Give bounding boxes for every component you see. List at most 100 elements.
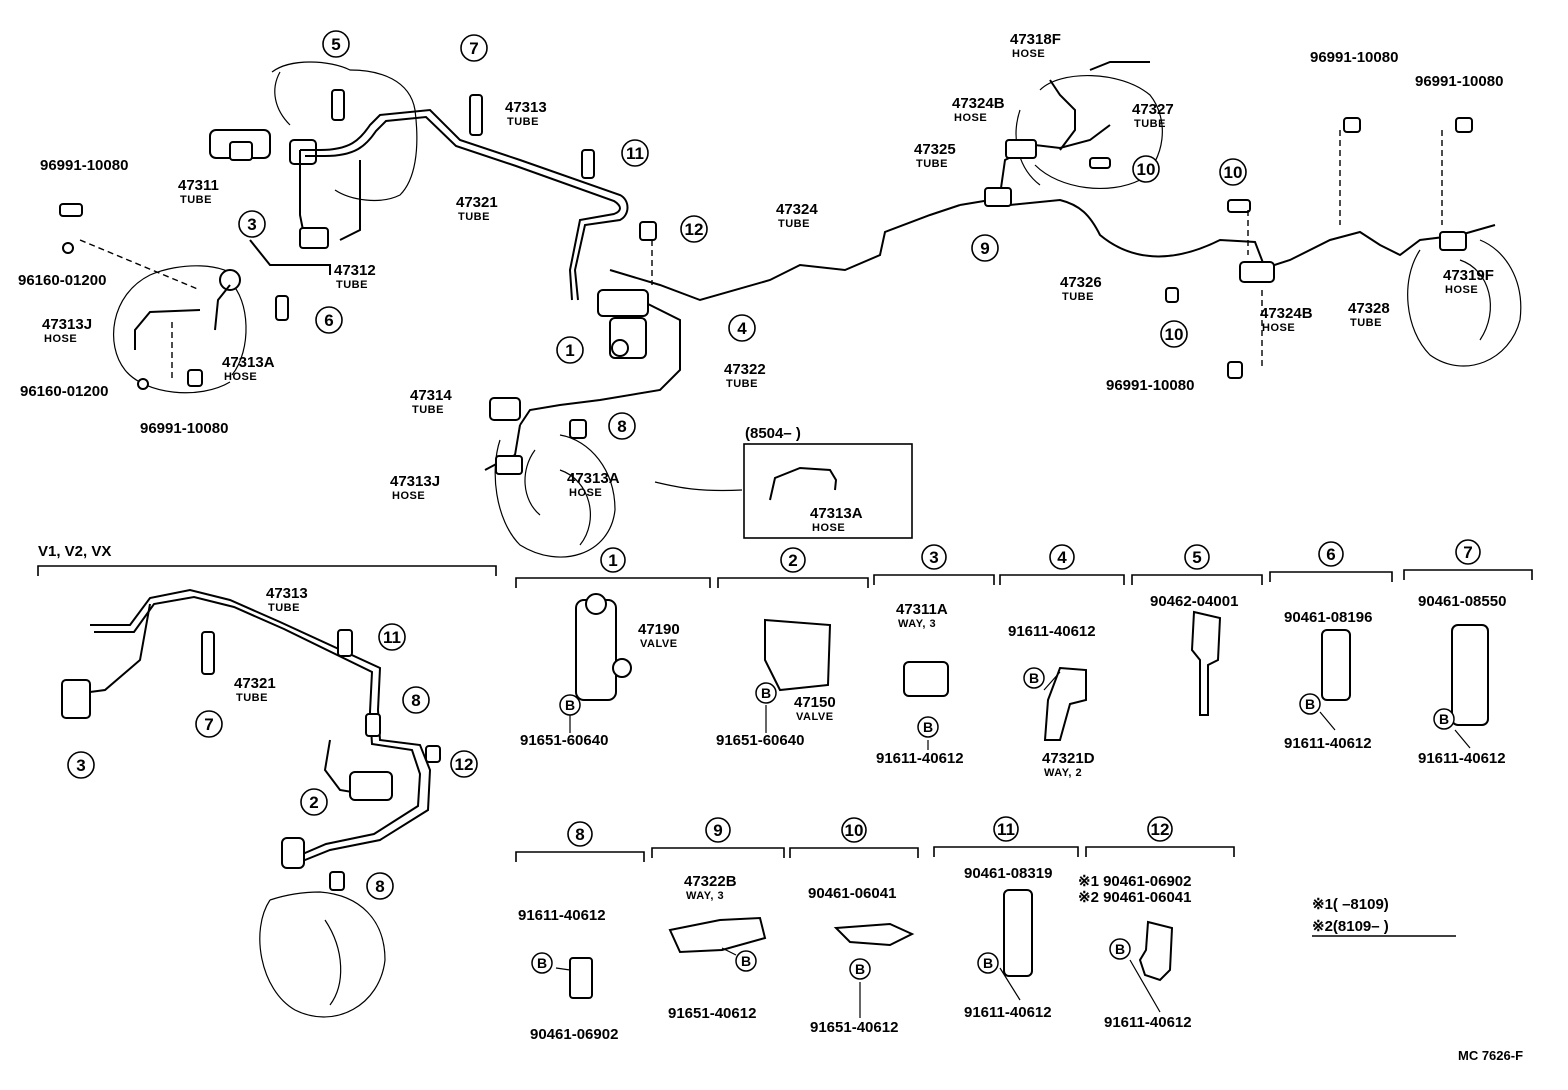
section-label-v1-v2-vx: V1, V2, VX: [38, 543, 111, 560]
callout-c6t: 6: [315, 306, 343, 334]
callout-c10t: 10: [1132, 155, 1160, 183]
group-circle: [1147, 816, 1173, 842]
clamp-90461-08550: [1451, 624, 1489, 726]
part-label-p90461c: 90461-06902: [530, 1026, 618, 1043]
bracket-line: [1269, 571, 1393, 582]
part-number: 47313: [505, 99, 547, 116]
clamp-90461-06041: [833, 922, 915, 947]
part-number: 47318F: [1010, 31, 1061, 48]
part-number: 91611-40612: [876, 750, 964, 767]
part-type: WAY, 3: [898, 618, 936, 630]
part-type: TUBE: [458, 211, 490, 223]
bolt-letter: B: [537, 955, 547, 971]
bolt-marker-b8: B: [531, 952, 553, 974]
callout-number: 6: [324, 311, 333, 330]
bolt-letter: B: [855, 961, 865, 977]
part-number: 47311: [178, 177, 219, 194]
part-type: TUBE: [412, 404, 444, 416]
bracket-line: [1131, 574, 1263, 585]
part-number: 90462-04001: [1150, 593, 1238, 610]
callout-c8v: 8: [402, 686, 430, 714]
part-number: 47321D: [1042, 750, 1095, 767]
callout-circle: [450, 750, 478, 778]
callout-circle: [366, 872, 394, 900]
bracket-line: [999, 574, 1125, 585]
part-type: HOSE: [1012, 48, 1045, 60]
part-label-p91611e: 91611-40612: [518, 907, 606, 924]
group-number: 2: [788, 551, 797, 570]
part-type: TUBE: [180, 194, 212, 206]
note-1: ※1( –8109): [1312, 896, 1389, 913]
part-label-p91611g: 91611-40612: [1104, 1014, 1192, 1031]
part-label-p91611f: 91611-40612: [964, 1004, 1052, 1021]
proportioning-valve: [597, 289, 649, 317]
callout-number: 4: [737, 319, 747, 338]
callout-number: 8: [375, 877, 384, 896]
callout-circle: [728, 314, 756, 342]
part-number: 91651-60640: [520, 732, 608, 749]
part-type: TUBE: [1062, 291, 1094, 303]
callout-circle: [1219, 158, 1247, 186]
callout-c11v: 11: [378, 623, 406, 651]
part-type: HOSE: [1262, 322, 1295, 334]
bolt-letter: B: [923, 719, 933, 735]
group-bracket-8: 8: [515, 821, 645, 862]
part-number: 47313A: [567, 470, 620, 487]
group-bracket-5: 5: [1131, 544, 1263, 585]
rear-left-drum: [494, 434, 616, 558]
group-bracket-9: 9: [651, 817, 785, 858]
part-type: TUBE: [268, 602, 300, 614]
part-label-p91611b: 91611-40612: [1008, 623, 1096, 640]
callout-circle: [322, 30, 350, 58]
callout-number: 7: [204, 715, 213, 734]
part-number: 91651-40612: [668, 1005, 756, 1022]
part-type: WAY, 2: [1044, 767, 1082, 779]
part-type: TUBE: [916, 158, 948, 170]
callout-circle: [460, 34, 488, 62]
union-47321d: [1043, 666, 1087, 741]
callout-c8v2: 8: [366, 872, 394, 900]
callout-circle: [621, 139, 649, 167]
callout-c8t: 8: [608, 412, 636, 440]
part-number: 47313: [266, 585, 308, 602]
callout-number: 5: [331, 35, 340, 54]
clamp-90462: [1190, 610, 1222, 716]
bolt-circle: [1433, 708, 1455, 730]
part-label-p91651d: 91651-40612: [810, 1019, 898, 1036]
group-circle: [1455, 539, 1481, 565]
part-number: 47150: [794, 694, 836, 711]
callout-circle: [680, 215, 708, 243]
callout-circle: [238, 210, 266, 238]
group-number: 3: [929, 548, 938, 567]
bolt-marker-b12: B: [1109, 938, 1131, 960]
bolt-marker-b1: B: [559, 694, 581, 716]
part-type: TUBE: [778, 218, 810, 230]
group-circle: [705, 817, 731, 843]
callout-number: 8: [617, 417, 626, 436]
part-number: 47314: [410, 387, 452, 404]
callout-circle: [195, 710, 223, 738]
bracket-line: [1403, 569, 1533, 580]
part-number: ※1 90461-06902: [1078, 873, 1192, 890]
part-number: 96991-10080: [140, 420, 228, 437]
callout-c3t: 3: [238, 210, 266, 238]
group-bracket-3: 3: [873, 544, 995, 585]
group-bracket-7: 7: [1403, 539, 1533, 580]
bolt-marker-b6: B: [1299, 693, 1321, 715]
part-label-p96991c: 96991-10080: [40, 157, 128, 174]
callout-number: 11: [626, 144, 644, 163]
part-label-p90461e: 90461-08319: [964, 865, 1052, 882]
callout-c3v: 3: [67, 751, 95, 779]
part-number: 47327: [1132, 101, 1174, 118]
part-type: HOSE: [954, 112, 987, 124]
